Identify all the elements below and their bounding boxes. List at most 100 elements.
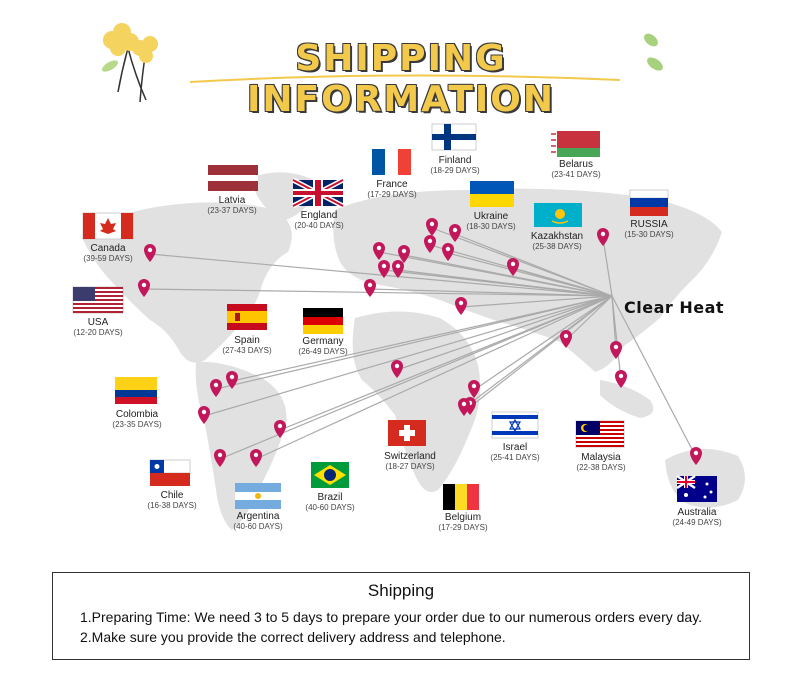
page-title: SHIPPING INFORMATION [246, 38, 555, 120]
flag-russia-icon [629, 189, 669, 216]
route-line [473, 295, 613, 391]
country-name: Switzerland [384, 451, 436, 462]
country-name: Finland [438, 155, 472, 166]
shipping-note-1: 1.Preparing Time: We need 3 to 5 days to… [80, 609, 703, 625]
country-name: Ukraine [473, 211, 509, 222]
map-pin-icon [610, 341, 622, 359]
delivery-days: (26-49 DAYS) [298, 347, 348, 356]
delivery-days: (22-38 DAYS) [576, 463, 626, 472]
country-name: Argentina [236, 511, 280, 522]
flag-colombia-icon [115, 377, 157, 404]
delivery-days: (17-29 DAYS) [438, 523, 488, 532]
route-line [149, 253, 613, 297]
country-argentina: Argentina(40-60 DAYS) [233, 509, 282, 531]
flag-malaysia-icon [575, 420, 625, 448]
country-name: England [300, 210, 338, 221]
flag-latvia-icon [208, 165, 258, 191]
country-name: Belgium [444, 512, 482, 523]
map-pin-icon [214, 449, 226, 467]
country-name: Colombia [115, 409, 159, 420]
delivery-days: (16-38 DAYS) [147, 501, 197, 510]
map-pin-icon [392, 260, 404, 278]
country-australia: Australia(24-49 DAYS) [672, 505, 721, 527]
route-line [231, 295, 613, 382]
delivery-days: (20-40 DAYS) [294, 221, 344, 230]
country-kazakhstan: Kazakhstan(25-38 DAYS) [531, 229, 583, 251]
country-france: France(17-29 DAYS) [367, 177, 416, 199]
country-name: Chile [160, 490, 184, 501]
flag-ukraine-icon [470, 181, 514, 207]
country-russia: RUSSIA(15-30 DAYS) [624, 217, 673, 239]
delivery-days: (25-38 DAYS) [532, 242, 582, 251]
country-name: Canada [90, 243, 126, 254]
map-pin-icon [138, 279, 150, 297]
country-switzerland: Switzerland(18-27 DAYS) [384, 449, 436, 471]
delivery-days: (23-35 DAYS) [112, 420, 162, 429]
country-germany: Germany(26-49 DAYS) [298, 334, 347, 356]
leaf-icon [647, 57, 663, 71]
flag-france-icon [372, 149, 411, 175]
flag-belgium-icon [443, 484, 479, 510]
route-line [454, 233, 613, 297]
country-name: Australia [677, 507, 717, 518]
route-line [403, 254, 613, 297]
route-line [279, 295, 613, 431]
country-name: Belarus [559, 159, 593, 170]
delivery-days: (23-37 DAYS) [207, 206, 257, 215]
leaf-icon [644, 33, 658, 47]
flags [72, 123, 717, 510]
flag-finland-icon [431, 123, 477, 151]
map-pin-icon [373, 242, 385, 260]
shipping-routes [143, 227, 697, 460]
country-finland: Finland(18-29 DAYS) [430, 153, 479, 175]
delivery-days: (18-30 DAYS) [466, 222, 516, 231]
flag-israel-icon [491, 411, 539, 439]
route-line [611, 295, 697, 458]
country-ukraine: Ukraine(18-30 DAYS) [466, 209, 515, 231]
delivery-days: (40-60 DAYS) [233, 522, 283, 531]
title-underline [189, 74, 621, 83]
country-name: Malaysia [581, 452, 621, 463]
country-name: France [376, 179, 408, 190]
delivery-days: (40-60 DAYS) [305, 503, 355, 512]
country-latvia: Latvia(23-37 DAYS) [207, 193, 256, 215]
map-pin-icon [442, 243, 454, 261]
map-pin-icon [378, 260, 390, 278]
map-pin-icon [455, 297, 467, 315]
route-line [215, 295, 613, 390]
delivery-days: (18-27 DAYS) [385, 462, 435, 471]
map-pin-icon [458, 398, 470, 416]
shipping-title: Shipping [367, 581, 435, 600]
flag-germany-icon [303, 308, 343, 334]
country-name: Kazakhstan [530, 231, 584, 242]
map-pin-icon [449, 224, 461, 242]
map-pin-icon [250, 449, 262, 467]
delivery-days: (24-49 DAYS) [672, 518, 722, 527]
route-line [611, 295, 622, 381]
delivery-days: (39-59 DAYS) [83, 254, 133, 263]
flag-kazakhstan-icon [534, 203, 582, 227]
route-line [397, 269, 613, 297]
country-usa: USA(12-20 DAYS) [73, 315, 122, 337]
country-malaysia: Malaysia(22-38 DAYS) [576, 450, 625, 472]
flag-usa-icon [72, 286, 124, 314]
country-chile: Chile(16-38 DAYS) [147, 488, 196, 510]
country-name: Israel [502, 442, 528, 453]
map-pin-icon [468, 380, 480, 398]
map-pin-icon [398, 245, 410, 263]
map-pin-icon [507, 258, 519, 276]
country-belgium: Belgium(17-29 DAYS) [438, 510, 487, 532]
country-colombia: Colombia(23-35 DAYS) [112, 407, 161, 429]
country-israel: Israel(25-41 DAYS) [490, 440, 539, 462]
map-pin-icon [597, 228, 609, 246]
map-pin-icon [391, 360, 403, 378]
country-name: Spain [234, 335, 260, 346]
country-belarus: Belarus(23-41 DAYS) [551, 157, 600, 179]
shipping-info-box: Shipping 1.Preparing Time: We need 3 to … [52, 572, 750, 660]
shipping-note-2: 2.Make sure you provide the correct deli… [80, 629, 506, 645]
country-name: Latvia [218, 195, 246, 206]
map-pin-icon [210, 379, 222, 397]
route-line [143, 288, 613, 297]
flag-canada-icon [82, 212, 134, 240]
